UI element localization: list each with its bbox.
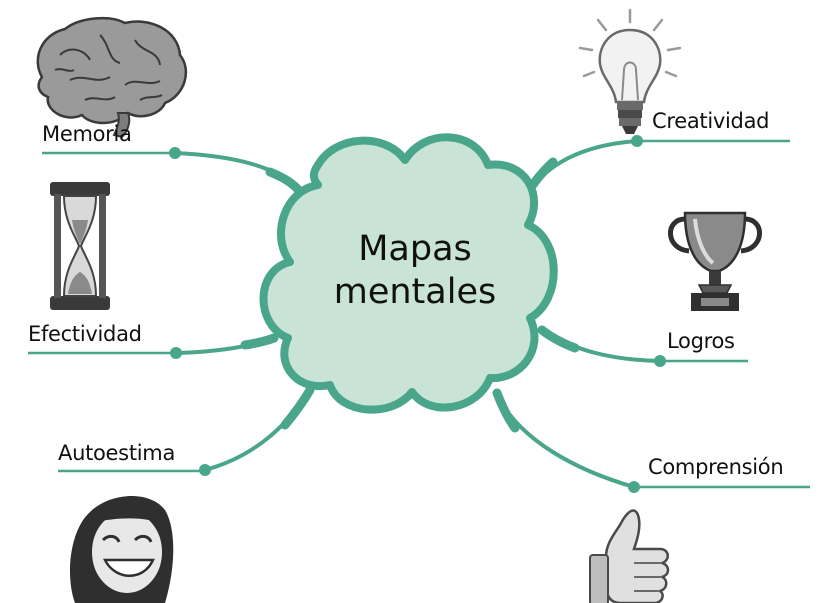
smiling-face-icon [70,495,174,603]
hourglass-icon [50,182,110,310]
label-memoria: Memoria [42,122,132,146]
label-autoestima: Autoestima [58,441,176,465]
branch-nodes [169,135,666,493]
node-memoria [169,147,181,159]
thumbs-up-icon [589,509,670,603]
central-title-line2: mentales [333,272,497,312]
central-title: Mapas mentales [300,228,530,314]
label-underlines [28,139,810,489]
node-comprension [628,481,640,493]
node-creatividad [631,135,643,147]
branch-line-memoria [173,151,302,190]
brain-icon [36,17,188,139]
node-autoestima [199,464,211,476]
branch-line-comprension [495,393,636,489]
branch-lines [173,139,662,489]
node-efectividad [170,347,182,359]
branch-line-autoestima [203,391,310,472]
label-comprension: Comprensión [648,455,784,479]
central-cloud [259,133,558,414]
label-creatividad: Creatividad [652,109,770,133]
trophy-icon [668,211,762,311]
node-logros [654,355,666,367]
label-efectividad: Efectividad [28,322,142,346]
label-logros: Logros [667,329,735,353]
lightbulb-icon [578,8,682,134]
central-title-line1: Mapas [358,229,472,269]
